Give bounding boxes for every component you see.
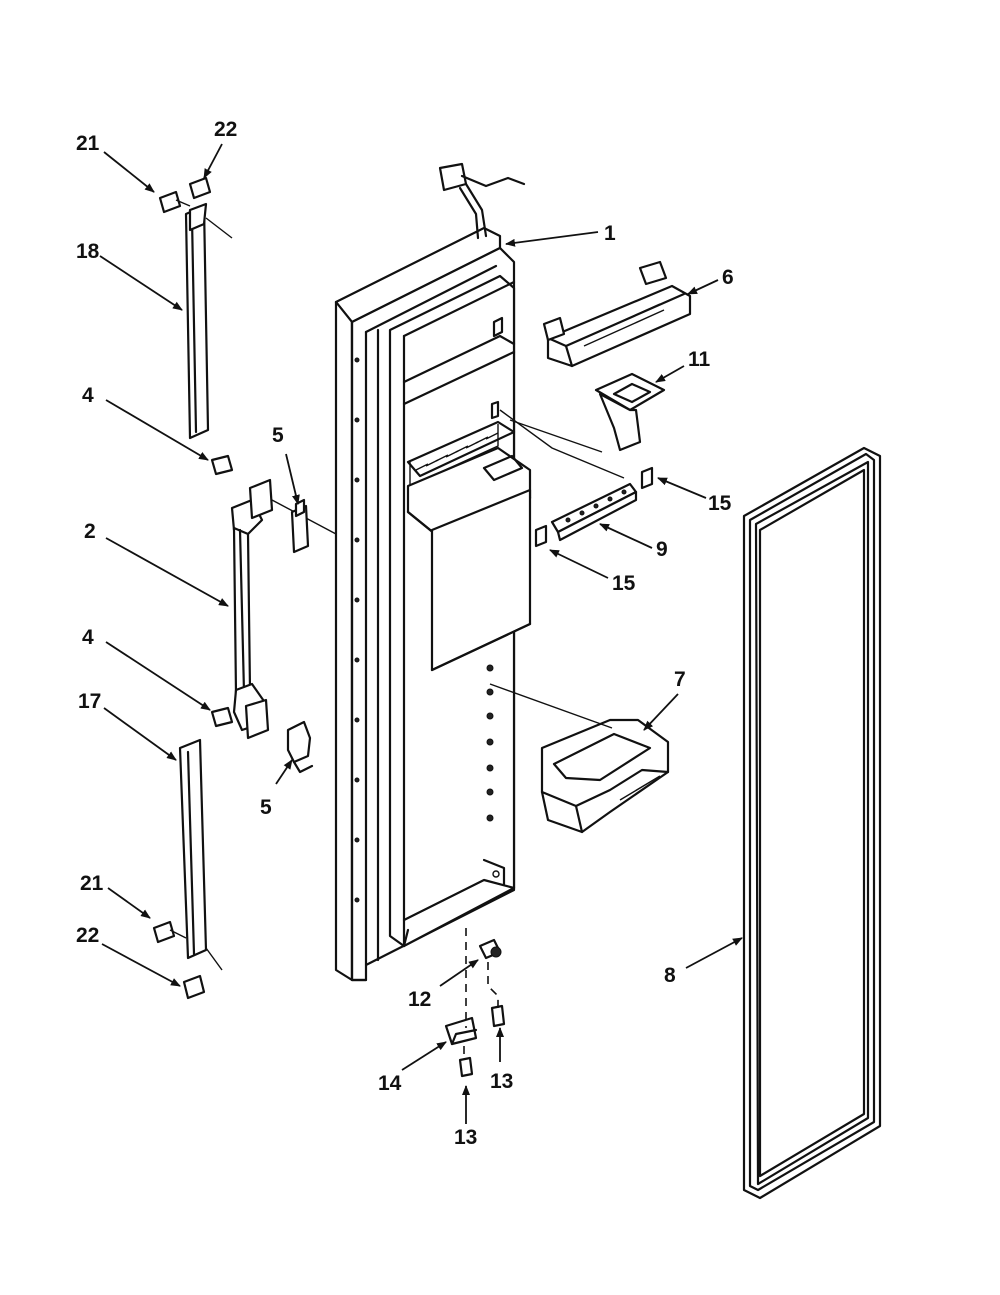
callout-8: 8 (664, 964, 676, 987)
callout-17: 17 (78, 690, 101, 713)
rail-end-cap-upper (640, 466, 654, 490)
callout-22-upper: 22 (214, 118, 237, 141)
callout-1: 1 (604, 222, 616, 245)
callout-21-upper: 21 (76, 132, 100, 155)
handle-screw-lower (210, 706, 234, 728)
rail-end-cap-lower (534, 524, 548, 548)
callout-5-upper: 5 (272, 424, 284, 447)
door-panel-part (334, 162, 532, 982)
hinge-screw-right (490, 1004, 506, 1028)
callout-15-lower: 15 (612, 572, 636, 595)
callout-12: 12 (408, 988, 431, 1011)
callout-9: 9 (656, 538, 668, 561)
lower-end-cap-part (182, 974, 206, 1000)
callout-13-bottom: 13 (454, 1126, 477, 1149)
upper-end-cap-part (188, 176, 212, 200)
door-shelf-bin-part (542, 260, 692, 368)
callout-7: 7 (674, 668, 686, 691)
handle-clip-lower (286, 720, 314, 774)
callout-22-lower: 22 (76, 924, 99, 947)
callout-15-upper: 15 (708, 492, 732, 515)
upper-screw-part (158, 190, 191, 214)
callout-14: 14 (378, 1072, 402, 1095)
lower-handle-trim-part (178, 738, 223, 971)
door-handle-part (230, 478, 337, 740)
callout-4-lower: 4 (82, 626, 94, 649)
callout-6: 6 (722, 266, 734, 289)
callout-13-right: 13 (490, 1070, 513, 1093)
door-gasket-part (742, 446, 882, 1200)
lower-screw-part (152, 920, 187, 944)
callout-11: 11 (688, 348, 711, 371)
hinge-bushing-part (478, 938, 502, 960)
lower-door-bin-part (489, 683, 670, 834)
leader-lines (99, 143, 743, 1124)
hinge-screw-bottom (458, 1056, 474, 1078)
hinge-bracket-part (444, 1016, 478, 1046)
handle-screw-upper (210, 454, 234, 476)
callout-21-lower: 21 (80, 872, 104, 895)
callout-5-lower: 5 (260, 796, 272, 819)
slide-rail-part (499, 409, 638, 542)
callout-4-upper: 4 (82, 384, 94, 407)
ice-chute-part (509, 372, 666, 453)
callout-18: 18 (76, 240, 100, 263)
upper-handle-trim-part (184, 202, 233, 440)
handle-clip-upper (290, 498, 310, 554)
callout-2: 2 (84, 520, 96, 543)
